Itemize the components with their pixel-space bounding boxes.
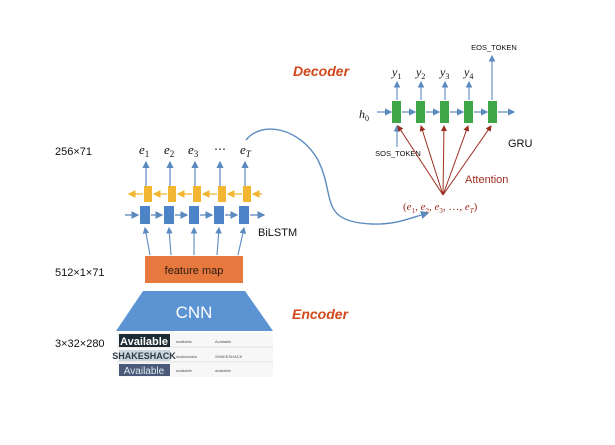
- attention-arrow: [419, 125, 444, 196]
- lstm-forward-cell: [164, 206, 174, 224]
- lstm-backward-cell: [168, 186, 176, 202]
- input-gt-2: SHAKESHACK: [215, 354, 243, 359]
- encoder-output-ellipsis: ⋯: [214, 142, 226, 156]
- input-image-2-text: SHAKESHACK: [112, 351, 176, 361]
- input-image-3: [119, 364, 170, 376]
- lstm-backward-cell: [218, 186, 226, 202]
- encoder-outputs: e1 e2 e3 ⋯ eT: [139, 142, 252, 159]
- dim-label-middle: 512×1×71: [55, 267, 105, 279]
- decoder-output-y1: y1: [391, 65, 401, 81]
- feature-to-lstm-arrow: [142, 226, 151, 256]
- decoder-output-y2: y2: [415, 65, 425, 81]
- input-image-3-text: Available: [124, 366, 165, 377]
- lstm-backward-cell: [243, 186, 251, 202]
- lstm-forward-cell: [214, 206, 224, 224]
- feature-to-lstm-arrows: [142, 226, 247, 256]
- attention-arrows: [397, 125, 492, 196]
- lstm-backward-cell: [144, 186, 152, 202]
- attention-arrow: [442, 125, 470, 196]
- context-vector: (e1, e2, e3, …, eT): [403, 201, 478, 215]
- encoder-output-eT: eT: [240, 142, 252, 159]
- dim-label-top: 256×71: [55, 146, 92, 158]
- cnn-label: CNN: [176, 303, 213, 322]
- dim-label-bottom: 3×32×280: [55, 338, 105, 350]
- gru-cell: [488, 101, 497, 123]
- encoder-output-e1: e1: [139, 142, 149, 159]
- input-gt-3: available: [215, 368, 232, 373]
- gru-label: GRU: [508, 138, 533, 150]
- encoder-output-e3: e3: [188, 142, 199, 159]
- gru-cell: [392, 101, 401, 123]
- input-label-3: available: [176, 368, 193, 373]
- encoder-output-e2: e2: [164, 142, 174, 159]
- input-gt-1: Available: [215, 339, 232, 344]
- encoder-title: Encoder: [292, 306, 350, 322]
- feature-to-lstm-arrow: [166, 226, 173, 256]
- feature-to-lstm-arrow: [237, 226, 247, 256]
- encoder-to-attention-curve: [245, 128, 430, 225]
- lstm-forward-cell: [140, 206, 150, 224]
- attention-arrow: [440, 125, 447, 196]
- gru-cell: [440, 101, 449, 123]
- cnn-block: [116, 291, 273, 331]
- attention-arrow: [442, 125, 492, 196]
- input-label-2: shakeshack: [176, 354, 197, 359]
- decoder-output-y3: y3: [439, 65, 449, 81]
- sos-token-label: SOS_TOKEN: [375, 149, 421, 158]
- bilstm-label: BiLSTM: [258, 227, 297, 239]
- input-image-2: [119, 350, 170, 361]
- lstm-forward-cell: [239, 206, 249, 224]
- decoder-output-y4: y4: [463, 65, 473, 81]
- feature-to-lstm-arrow: [215, 226, 222, 256]
- input-samples: Available available Available SHAKESHACK…: [112, 332, 273, 377]
- attention-arrow: [397, 125, 444, 196]
- decoder-title: Decoder: [293, 63, 351, 79]
- gru-cell: [416, 101, 425, 123]
- input-label-1: available: [176, 339, 193, 344]
- feature-map-box: [145, 256, 243, 283]
- decoder-outputs: y1 y2 y3 y4: [391, 65, 473, 81]
- h0-label: h0: [359, 107, 369, 123]
- lstm-backward-cell: [193, 186, 201, 202]
- attention-label: Attention: [465, 174, 508, 186]
- eos-token-label: EOS_TOKEN: [471, 43, 517, 52]
- gru-cell: [464, 101, 473, 123]
- lstm-forward-cell: [189, 206, 199, 224]
- feature-map-label: feature map: [165, 265, 224, 277]
- input-image-1: [119, 334, 170, 347]
- input-image-1-text: Available: [120, 336, 168, 348]
- bilstm-block: BiLSTM: [125, 160, 297, 239]
